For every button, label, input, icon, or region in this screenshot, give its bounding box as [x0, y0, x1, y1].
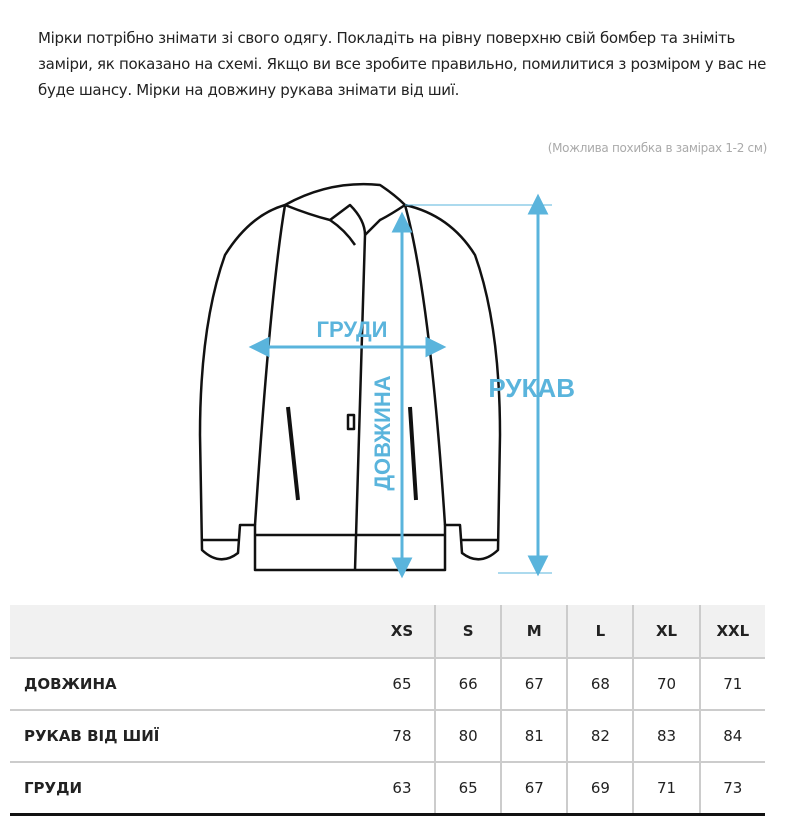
cell: 67	[500, 761, 568, 816]
size-header: XL	[632, 605, 700, 658]
size-header: L	[566, 605, 634, 658]
cell: 67	[500, 657, 568, 710]
measurement-note: (Можлива похибка в замірах 1-2 см)	[547, 141, 768, 155]
table-row: ГРУДИ 63 65 67 69 71 73	[10, 761, 765, 816]
cell: 73	[698, 761, 765, 816]
row-label: ГРУДИ	[10, 761, 370, 816]
header-empty	[10, 605, 370, 658]
size-table: XS S M L XL XXL ДОВЖИНА 65 66 67 68 70 7…	[10, 605, 765, 816]
cell: 71	[632, 761, 700, 816]
size-header: XS	[369, 605, 436, 658]
cell: 63	[369, 761, 436, 816]
cell: 84	[698, 709, 765, 762]
table-row: РУКАВ ВІД ШИЇ 78 80 81 82 83 84	[10, 709, 765, 762]
cell: 69	[566, 761, 634, 816]
cell: 78	[369, 709, 436, 762]
cell: 71	[698, 657, 765, 710]
cell: 80	[434, 709, 502, 762]
sleeve-label: РУКАВ	[488, 373, 575, 403]
measurement-arrows	[248, 193, 552, 579]
cell: 70	[632, 657, 700, 710]
size-header: S	[434, 605, 502, 658]
chest-label: ГРУДИ	[317, 317, 388, 342]
intro-text: Мірки потрібно знімати зі свого одягу. П…	[38, 29, 767, 99]
cell: 66	[434, 657, 502, 710]
jacket-diagram: ГРУДИ ДОВЖИНА РУКАВ	[198, 182, 575, 579]
table-row: ДОВЖИНА 65 66 67 68 70 71	[10, 657, 765, 710]
cell: 81	[500, 709, 568, 762]
cell: 68	[566, 657, 634, 710]
size-header: M	[500, 605, 568, 658]
length-label: ДОВЖИНА	[370, 375, 395, 490]
cell: 82	[566, 709, 634, 762]
size-header: XXL	[698, 605, 765, 658]
cell: 83	[632, 709, 700, 762]
row-label: ДОВЖИНА	[10, 657, 370, 710]
cell: 65	[369, 657, 436, 710]
size-header-row: XS S M L XL XXL	[10, 605, 765, 658]
cell: 65	[434, 761, 502, 816]
row-label: РУКАВ ВІД ШИЇ	[10, 709, 370, 762]
